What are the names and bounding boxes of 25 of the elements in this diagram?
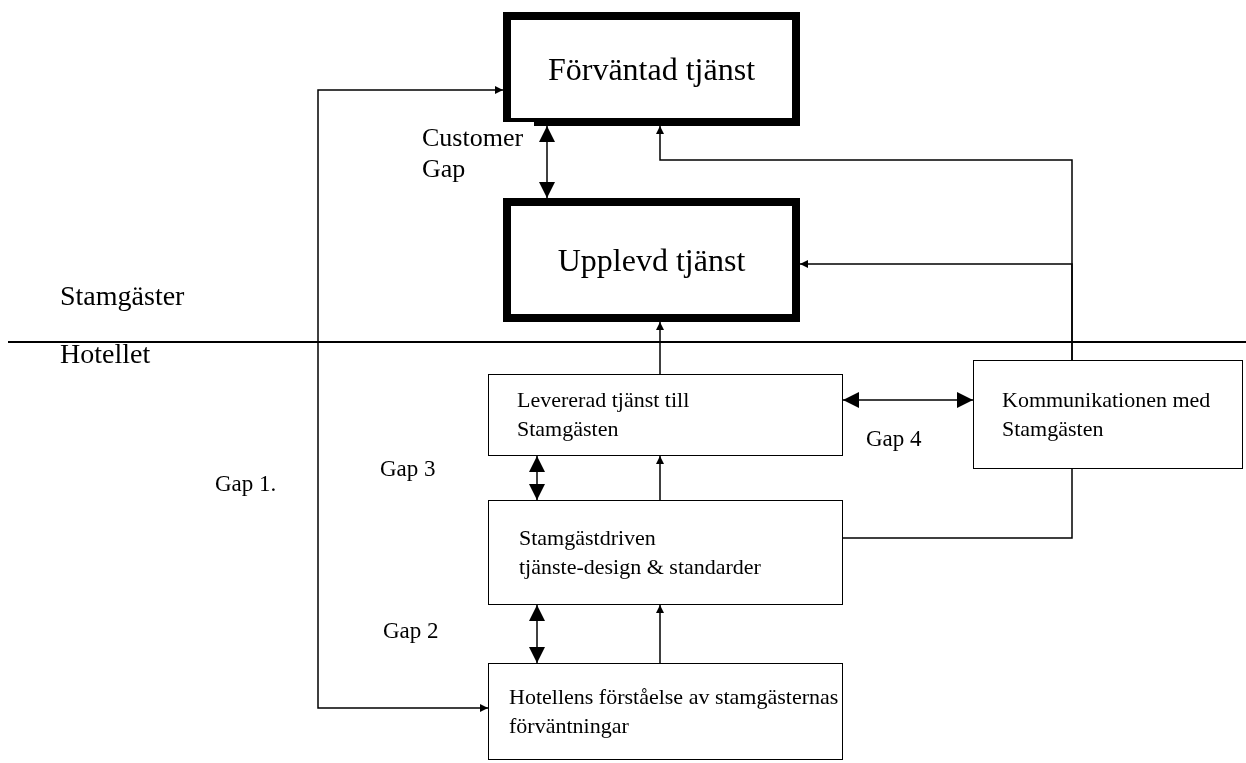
arrow xyxy=(529,604,545,664)
arrow xyxy=(799,260,1073,361)
box-text: Kommunikationen med Stamgästen xyxy=(1002,385,1212,443)
arrow xyxy=(842,392,974,408)
arrow xyxy=(656,455,664,501)
arrow xyxy=(317,86,504,712)
box-text: Upplevd tjänst xyxy=(557,241,746,279)
arrow xyxy=(529,455,545,501)
process-box xyxy=(488,500,843,605)
edge-label: Customer Gap xyxy=(422,122,534,185)
arrow xyxy=(656,604,664,664)
box-text: Levererad tjänst till Stamgästen xyxy=(517,386,691,443)
region-label: Stamgäster xyxy=(60,280,185,312)
box-text: Förväntad tjänst xyxy=(547,50,756,88)
process-box xyxy=(973,360,1243,469)
connector-line xyxy=(842,468,1073,539)
arrow xyxy=(656,321,664,375)
arrow xyxy=(539,125,555,199)
box-text: Stamgästdriven tjänste-design & standarder xyxy=(519,523,762,581)
process-box xyxy=(488,374,843,456)
process-box xyxy=(503,198,800,322)
region-label: Hotellet xyxy=(60,338,151,370)
process-box xyxy=(503,12,800,126)
process-box xyxy=(488,663,843,760)
box-text: Hotellens förståelse av stamgästernas förväntningar xyxy=(509,682,839,740)
